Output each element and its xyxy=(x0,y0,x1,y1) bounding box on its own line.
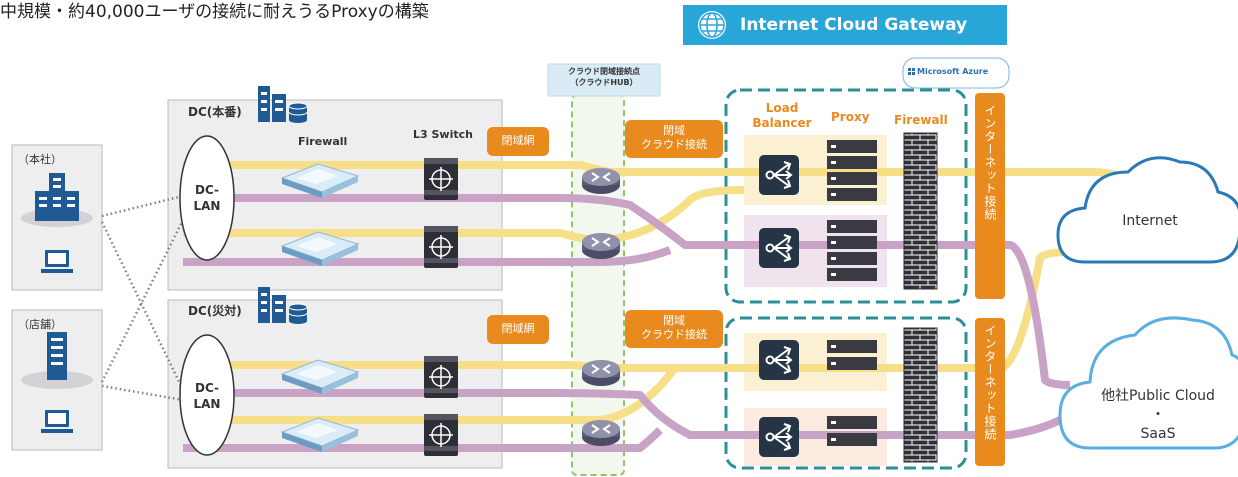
l3-switch-icon xyxy=(423,157,459,201)
dc-lan-line1: DC- xyxy=(194,183,220,197)
store-building-icon xyxy=(47,332,67,380)
laptop-icon xyxy=(41,250,73,273)
public-cloud xyxy=(1058,316,1238,450)
public-cloud-line2: ・ xyxy=(1151,407,1165,423)
public-cloud-line3: SaaS xyxy=(1140,426,1176,442)
cloud-hub-line1: クラウド閉域接続点 xyxy=(568,67,640,76)
secondary-lines xyxy=(183,194,1071,453)
closed-cloud-connection-label xyxy=(625,310,723,348)
cloud-zone-main xyxy=(724,88,968,304)
dc-lan-line2: LAN xyxy=(193,397,221,411)
proxy-server-icon xyxy=(827,340,877,370)
dc-lan-line1: DC- xyxy=(194,381,220,395)
dc-lan-label: DC- LAN xyxy=(185,380,229,412)
page-title: 中規模・約40,000ユーザの接続に耐えうるProxyの構築 xyxy=(0,2,429,22)
proxy-server-icon xyxy=(827,416,877,446)
datacenter-icon xyxy=(257,286,308,325)
closed-cloud-line1: 閉域 xyxy=(663,124,685,137)
router-icon xyxy=(581,232,621,260)
azure-badge xyxy=(902,57,1010,89)
internet-connection-label: インターネット接続 xyxy=(983,104,997,221)
closed-cloud-text: 閉域 クラウド接続 xyxy=(625,124,723,152)
cloud-hub-label-box xyxy=(547,63,661,97)
azure-label: Microsoft Azure xyxy=(917,67,989,76)
dc-dr-title: DC(災対) xyxy=(188,304,242,318)
internet-connection-bar xyxy=(975,93,1005,299)
public-cloud-line1: 他社Public Cloud xyxy=(1101,388,1215,404)
closed-network-text: 閉域網 xyxy=(501,134,535,147)
firewall-wall-icon xyxy=(903,327,938,463)
router-icon xyxy=(581,167,621,195)
cloud-hub-label: クラウド閉域接続点 （クラウドHUB） xyxy=(548,66,660,88)
router-icon xyxy=(581,419,621,447)
dc-lan-node xyxy=(179,334,235,456)
closed-cloud-line2: クラウド接続 xyxy=(641,138,707,151)
l3-switch-icon xyxy=(423,225,459,269)
router-icon xyxy=(581,359,621,387)
load-balancer-icon xyxy=(758,339,800,381)
l3-switch-column-label: L3 Switch xyxy=(413,128,473,141)
load-balancer-line2: Balancer xyxy=(752,116,812,130)
load-balancer-icon xyxy=(758,154,800,196)
datacenter-icon xyxy=(257,85,308,124)
firewall-right-column-label: Firewall xyxy=(894,113,948,127)
load-balancer-icon xyxy=(758,416,800,458)
internet-connection-bar xyxy=(975,318,1005,466)
globe-icon xyxy=(698,11,726,39)
laptop-icon xyxy=(41,410,73,433)
closed-cloud-line2: クラウド接続 xyxy=(641,328,707,341)
closed-cloud-line1: 閉域 xyxy=(663,314,685,327)
proxy-column-label: Proxy xyxy=(831,110,870,124)
l3-switch-icon xyxy=(423,413,459,457)
cloud-hub-line2: （クラウドHUB） xyxy=(570,78,638,87)
site-hq-label: （本社） xyxy=(18,153,62,166)
closed-network-label xyxy=(487,315,549,344)
load-balancer-icon xyxy=(758,227,800,269)
internet-cloud xyxy=(1056,156,1238,264)
l3-switch-icon xyxy=(423,355,459,399)
gateway-banner xyxy=(683,5,1007,45)
closed-network-label xyxy=(487,127,549,156)
windows-icon xyxy=(908,68,915,75)
dc-lan-node xyxy=(179,135,235,261)
dc-main-title: DC(本番) xyxy=(188,105,242,119)
internet-label: Internet xyxy=(1122,213,1178,229)
public-cloud-label: 他社Public Cloud ・ SaaS xyxy=(1078,387,1238,444)
firewall-wall-icon xyxy=(903,132,938,290)
site-store-label: （店舗） xyxy=(18,318,62,331)
load-balancer-line1: Load xyxy=(765,101,799,115)
closed-cloud-text: 閉域 クラウド接続 xyxy=(625,314,723,342)
dc-lan-label: DC- LAN xyxy=(185,182,229,214)
firewall-column-label: Firewall xyxy=(298,135,348,148)
dc-lan-line2: LAN xyxy=(193,199,221,213)
closed-network-text: 閉域網 xyxy=(501,322,535,335)
gateway-title: Internet Cloud Gateway xyxy=(740,15,968,35)
load-balancer-column-label: Load Balancer xyxy=(752,101,812,131)
site-links xyxy=(100,194,185,402)
cloud-zone-dr xyxy=(724,316,968,470)
internet-connection-label: インターネット接続 xyxy=(983,324,997,441)
closed-cloud-connection-label xyxy=(625,120,723,158)
